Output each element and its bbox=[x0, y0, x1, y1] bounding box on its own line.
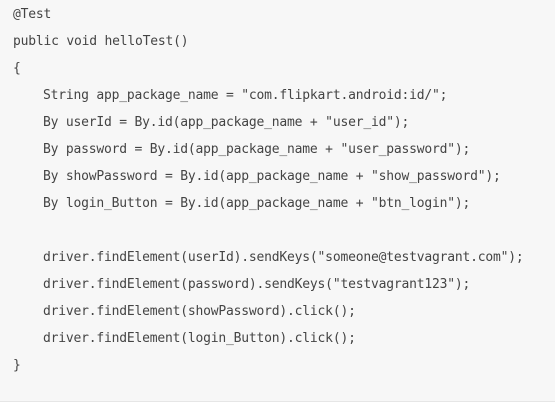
code-line-password: By password = By.id(app_package_name + "… bbox=[43, 142, 471, 157]
code-line-package-name: String app_package_name = "com.flipkart.… bbox=[43, 88, 448, 103]
code-line-close-brace: } bbox=[13, 358, 21, 373]
code-line-method-signature: public void helloTest() bbox=[13, 34, 189, 49]
code-line-open-brace: { bbox=[13, 61, 21, 76]
code-line-annotation: @Test bbox=[13, 7, 52, 22]
code-line-send-keys-user: driver.findElement(userId).sendKeys("som… bbox=[43, 250, 524, 265]
code-line-click-login: driver.findElement(login_Button).click()… bbox=[43, 331, 356, 346]
code-line-click-show-password: driver.findElement(showPassword).click()… bbox=[43, 304, 356, 319]
code-line-login-button: By login_Button = By.id(app_package_name… bbox=[43, 196, 471, 211]
code-line-show-password: By showPassword = By.id(app_package_name… bbox=[43, 169, 501, 184]
code-line-send-keys-password: driver.findElement(password).sendKeys("t… bbox=[43, 277, 471, 292]
code-line-user-id: By userId = By.id(app_package_name + "us… bbox=[43, 115, 410, 130]
